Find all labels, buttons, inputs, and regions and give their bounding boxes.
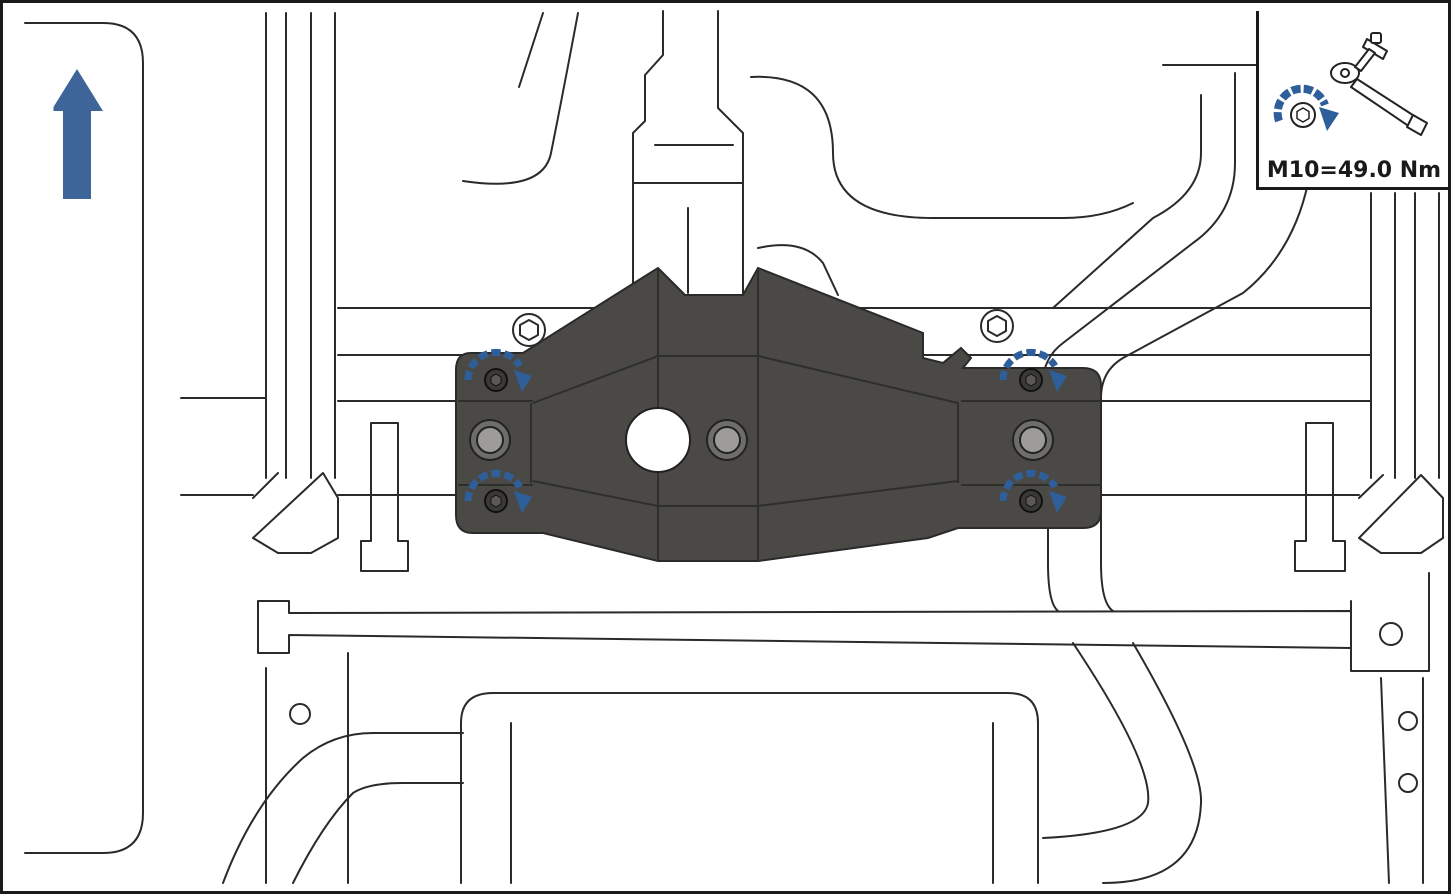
bolt-torque-marker-bottom-right (999, 469, 1067, 513)
front-label: FRONT (36, 91, 56, 161)
left-panel-outline (24, 22, 144, 854)
reference-bolt-right (980, 309, 1014, 343)
torque-spec-box: M10=49.0 Nm (1256, 11, 1448, 190)
center-shaft (632, 10, 744, 304)
right-hose (1042, 72, 1236, 384)
bolt-torque-marker-top-right (999, 348, 1067, 392)
skid-plate (455, 266, 1102, 562)
bolt-hole (1398, 773, 1418, 793)
right-bracket (1294, 422, 1346, 572)
left-bracket (360, 422, 409, 572)
clockwise-rotation-arrow-icon (1273, 84, 1339, 131)
bolt-hole (1398, 711, 1418, 731)
torque-spec-text: M10=49.0 Nm (1266, 158, 1442, 183)
front-arrow-icon (51, 69, 103, 199)
left-frame-rail (252, 12, 339, 554)
reference-bolt-left (512, 313, 546, 347)
chassis-diagram (24, 10, 1444, 884)
bolt-hole (289, 703, 311, 725)
torque-wrench-icon (1273, 32, 1428, 136)
bolt-hole (1379, 622, 1403, 646)
bolt-torque-marker-top-left (464, 348, 532, 392)
fuel-tank (460, 692, 1039, 884)
stabilizer-bar (257, 600, 1352, 654)
right-frame-rail (1358, 192, 1444, 554)
bolt-torque-marker-bottom-left (464, 469, 532, 513)
